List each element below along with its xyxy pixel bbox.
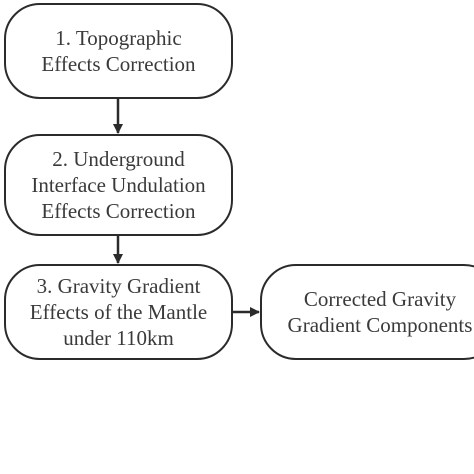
step-2-text: 2. Underground Interface Undulation Effe…: [31, 146, 205, 224]
step-2-line-2: Interface Undulation: [31, 173, 206, 197]
result-line-2: Gradient Components: [287, 313, 473, 337]
step-2-line-1: 2. Underground: [52, 147, 185, 171]
result-line-1: Corrected Gravity: [303, 287, 457, 311]
step-3-mantle-effects-box: 3. Gravity Gradient Effects of the Mantl…: [4, 264, 233, 360]
step-1-line-2: Effects Correction: [41, 52, 196, 76]
result-corrected-components-box: Corrected Gravity Gradient Components: [260, 264, 474, 360]
step-1-topographic-correction-box: 1. Topographic Effects Correction: [4, 3, 233, 99]
step-2-interface-undulation-box: 2. Underground Interface Undulation Effe…: [4, 134, 233, 236]
step-3-line-3: under 110km: [63, 326, 174, 350]
step-1-line-1: 1. Topographic: [55, 26, 182, 50]
result-text: Corrected Gravity Gradient Components: [288, 286, 473, 338]
step-3-text: 3. Gravity Gradient Effects of the Mantl…: [30, 273, 207, 351]
step-3-line-2: Effects of the Mantle: [29, 300, 208, 324]
step-1-text: 1. Topographic Effects Correction: [41, 25, 195, 77]
step-3-line-1: 3. Gravity Gradient: [36, 274, 201, 298]
step-2-line-3: Effects Correction: [41, 199, 196, 223]
